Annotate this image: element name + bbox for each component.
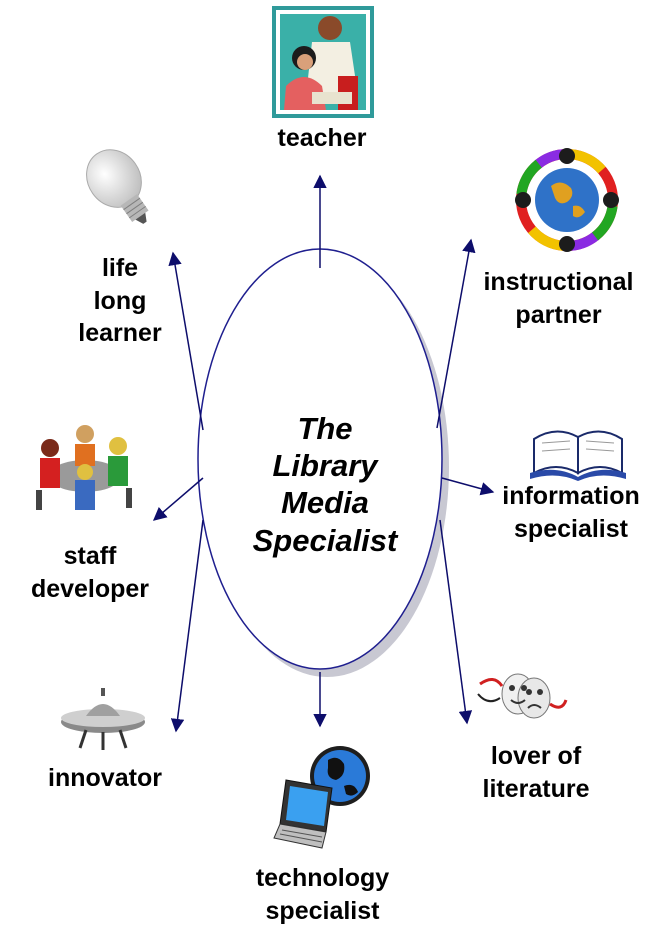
theater-masks-icon [477,673,568,719]
innovator-label: innovator [30,762,180,795]
teacher-label: teacher [262,122,382,155]
staff-developer-label-line: developer [30,574,150,603]
life-long-learner-label-line: long [93,286,147,315]
center-title-line: Specialist [252,522,398,558]
life-long-learner-label-line: life [101,254,139,282]
lover-of-literature-label-line: lover of [490,742,582,770]
information-specialist-label-line: specialist [514,514,628,543]
center-title-line: Library [272,448,378,484]
technology-specialist-label-line: specialist [265,896,380,925]
arrow-to-lover-of-literature [439,519,473,725]
instructional-partner-label-line: instructional [483,268,634,296]
meeting-table-icon [36,425,132,510]
staff-developer-label-line: staff [63,542,117,570]
lover-of-literature-label: lover of literature [466,740,606,805]
life-long-learner-label: life long learner [60,252,180,350]
technology-specialist-label: technology specialist [235,862,410,927]
arrow-to-staff-developer [152,477,204,521]
flying-saucer-icon [61,688,145,750]
information-specialist-label: information specialist [490,480,652,545]
center-title-line: Media [281,485,369,521]
instructional-partner-label-line: partner [515,300,602,329]
technology-specialist-label-line: technology [255,864,390,892]
arrow-to-innovator [170,519,204,733]
lover-of-literature-label-line: literature [482,774,590,803]
arrow-to-information-specialist [441,477,495,496]
innovator-label-line: innovator [48,764,162,792]
center-title: The Library Media Specialist [230,410,420,559]
teacher-label-line: teacher [277,124,367,152]
life-long-learner-label-line: learner [78,319,162,347]
center-title-line: The [297,411,353,446]
light-bulb-icon [86,149,149,224]
arrow-to-life-long-learner [168,251,204,431]
globe-hands-icon [515,148,619,252]
teacher-icon [272,6,374,118]
open-book-icon [530,430,626,481]
laptop-globe-icon [273,746,370,849]
staff-developer-label: staff developer [20,540,160,605]
instructional-partner-label: instructional partner [466,266,651,331]
arrow-to-instructional-partner [436,238,476,429]
information-specialist-label-line: information [502,482,640,510]
